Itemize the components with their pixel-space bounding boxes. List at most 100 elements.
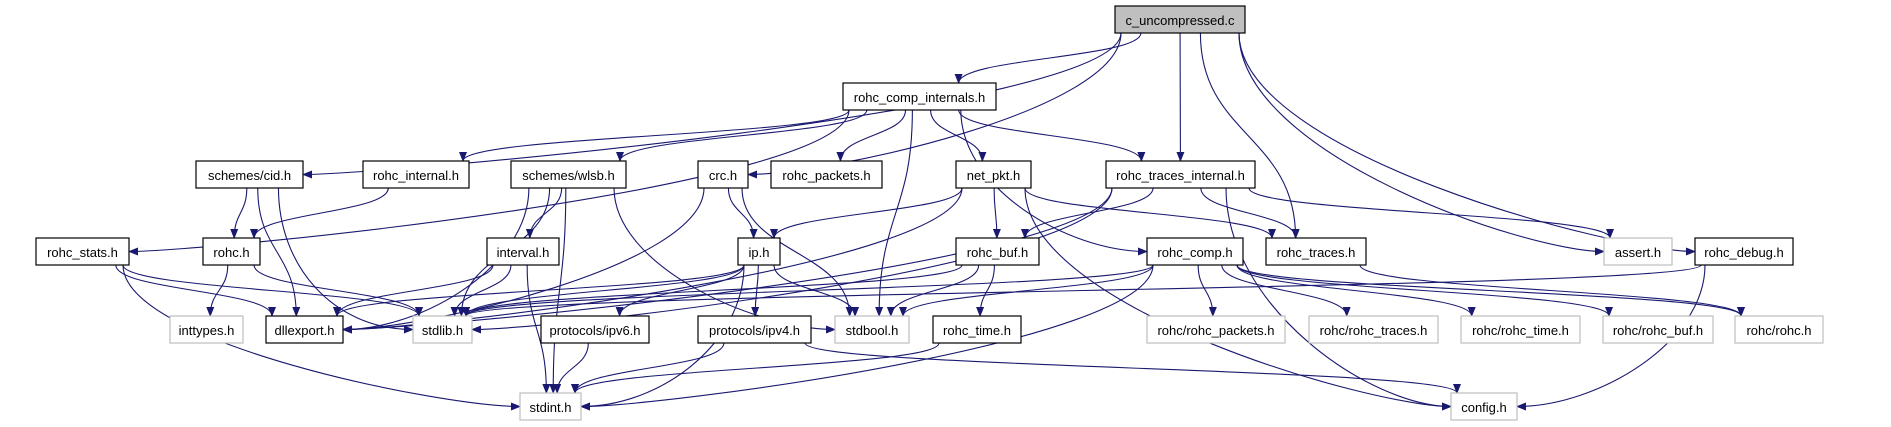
node-rohc-rohc-packets: rohc/rohc_packets.h bbox=[1146, 315, 1286, 344]
node-schemes-wlsb[interactable]: schemes/wlsb.h bbox=[510, 160, 627, 189]
edge-interval-to-stdint bbox=[526, 264, 551, 394]
node-rohc-comp[interactable]: rohc_comp.h bbox=[1146, 237, 1244, 266]
node-rohc-rohc-buf: rohc/rohc_buf.h bbox=[1602, 315, 1714, 344]
node-label: rohc/rohc_traces.h bbox=[1320, 323, 1428, 338]
edge-schemes_cid-to-rohc bbox=[230, 187, 248, 239]
node-rohc-comp-internals[interactable]: rohc_comp_internals.h bbox=[842, 82, 997, 111]
edge-rohc_stats-to-dllexport bbox=[115, 264, 276, 317]
node-rohc-internal[interactable]: rohc_internal.h bbox=[362, 160, 470, 189]
edge-rohc_comp-to-stdint bbox=[580, 264, 1154, 411]
edge-schemes_cid-to-dllexport bbox=[257, 187, 301, 317]
edge-ip-to-stdlib bbox=[462, 264, 745, 317]
node-box bbox=[697, 160, 749, 189]
edge-rohc_stats-to-stdint bbox=[122, 264, 521, 411]
node-protocols-ipv4[interactable]: protocols/ipv4.h bbox=[697, 315, 812, 344]
edge-protocols_ipv4-to-config bbox=[804, 342, 1461, 394]
edge-interval-to-dllexport bbox=[333, 264, 494, 317]
edge-rohc_comp_internals-to-rohc_traces_internal bbox=[958, 109, 1146, 162]
node-box bbox=[362, 160, 470, 189]
edge-rohc_traces-to-rohc_rohc bbox=[1359, 264, 1745, 317]
node-box bbox=[35, 237, 130, 266]
node-label: interval.h bbox=[497, 245, 550, 260]
edge-rohc_comp_internals-to-rohc_packets bbox=[836, 109, 907, 162]
edge-protocols_ipv6-to-stdint bbox=[553, 342, 589, 394]
node-dllexport[interactable]: dllexport.h bbox=[265, 315, 344, 344]
node-label: rohc_traces.h bbox=[1277, 245, 1356, 260]
node-label: rohc_debug.h bbox=[1704, 245, 1784, 260]
node-rohc[interactable]: rohc.h bbox=[202, 237, 261, 266]
edge-net_pkt-to-ip bbox=[770, 187, 963, 239]
edge-c_uncompressed-to-assert bbox=[1238, 32, 1605, 256]
node-c-uncompressed[interactable]: c_uncompressed.c bbox=[1114, 5, 1246, 34]
node-rohc-time[interactable]: rohc_time.h bbox=[932, 315, 1022, 344]
edge-schemes_cid-to-stdlib bbox=[277, 187, 414, 334]
node-box bbox=[1450, 392, 1518, 421]
edge-rohc_time-to-stdint bbox=[571, 342, 940, 394]
node-box bbox=[932, 315, 1022, 344]
node-label: rohc.h bbox=[213, 245, 249, 260]
node-stdint: stdint.h bbox=[519, 392, 582, 421]
node-rohc-packets[interactable]: rohc_packets.h bbox=[770, 160, 883, 189]
node-box bbox=[1602, 315, 1714, 344]
node-box bbox=[1146, 237, 1244, 266]
edge-rohc_comp_internals-to-stdbool bbox=[875, 109, 913, 317]
node-box bbox=[770, 160, 883, 189]
node-box bbox=[1460, 315, 1581, 344]
edge-schemes_wlsb-to-interval bbox=[525, 187, 563, 239]
node-label: protocols/ipv4.h bbox=[709, 323, 800, 338]
node-box bbox=[697, 315, 812, 344]
node-rohc-stats[interactable]: rohc_stats.h bbox=[35, 237, 130, 266]
node-rohc-traces-internal[interactable]: rohc_traces_internal.h bbox=[1105, 160, 1256, 189]
node-box bbox=[737, 237, 781, 266]
node-label: dllexport.h bbox=[275, 323, 335, 338]
node-schemes-cid[interactable]: schemes/cid.h bbox=[195, 160, 304, 189]
node-label: rohc_comp.h bbox=[1157, 245, 1232, 260]
edge-net_pkt-to-rohc_traces bbox=[1024, 187, 1276, 239]
node-label: inttypes.h bbox=[179, 323, 235, 338]
edge-rohc_buf-to-stdbool bbox=[886, 264, 980, 317]
node-box bbox=[834, 315, 910, 344]
edge-rohc_traces_internal-to-rohc_traces bbox=[1200, 187, 1300, 239]
edge-rohc_comp-to-stdlib bbox=[462, 264, 1154, 317]
node-interval[interactable]: interval.h bbox=[486, 237, 560, 266]
node-protocols-ipv6[interactable]: protocols/ipv6.h bbox=[540, 315, 650, 344]
node-label: stdlib.h bbox=[422, 323, 463, 338]
node-label: assert.h bbox=[1615, 245, 1661, 260]
node-net-pkt[interactable]: net_pkt.h bbox=[955, 160, 1032, 189]
node-label: c_uncompressed.c bbox=[1125, 13, 1235, 28]
node-box bbox=[1603, 237, 1673, 266]
node-label: rohc_internal.h bbox=[373, 168, 459, 183]
node-ip[interactable]: ip.h bbox=[737, 237, 781, 266]
node-box bbox=[195, 160, 304, 189]
nodes-layer: c_uncompressed.c rohc_comp_internals.hsch… bbox=[35, 5, 1824, 421]
edge-rohc_comp_internals-to-schemes_wlsb bbox=[616, 109, 868, 162]
edge-rohc_comp_internals-to-rohc_comp bbox=[960, 109, 1148, 256]
edge-rohc_stats-to-stdlib bbox=[122, 264, 423, 317]
edge-rohc_comp_internals-to-net_pkt bbox=[930, 109, 987, 162]
node-box bbox=[955, 160, 1032, 189]
node-crc[interactable]: crc.h bbox=[697, 160, 749, 189]
node-rohc-rohc-traces: rohc/rohc_traces.h bbox=[1308, 315, 1439, 344]
edge-net_pkt-to-config bbox=[1024, 187, 1452, 411]
edge-rohc_internal-to-rohc bbox=[250, 187, 389, 239]
edge-crc-to-dllexport bbox=[342, 187, 705, 334]
edge-rohc_debug-to-config bbox=[1516, 264, 1706, 411]
node-rohc-debug[interactable]: rohc_debug.h bbox=[1694, 237, 1794, 266]
node-box bbox=[1146, 315, 1286, 344]
edge-crc-to-ip bbox=[727, 187, 758, 239]
edge-rohc_buf-to-stdlib bbox=[462, 264, 963, 317]
node-label: rohc/rohc_buf.h bbox=[1613, 323, 1703, 338]
node-rohc-traces[interactable]: rohc_traces.h bbox=[1265, 237, 1367, 266]
node-inttypes: inttypes.h bbox=[169, 315, 244, 344]
node-label: rohc/rohc_time.h bbox=[1472, 323, 1569, 338]
node-box bbox=[1734, 315, 1824, 344]
node-label: protocols/ipv6.h bbox=[549, 323, 640, 338]
node-config: config.h bbox=[1450, 392, 1518, 421]
node-box bbox=[412, 315, 473, 344]
edge-ip-to-protocols_ipv6 bbox=[615, 264, 745, 317]
node-box bbox=[1308, 315, 1439, 344]
node-rohc-buf[interactable]: rohc_buf.h bbox=[955, 237, 1040, 266]
node-label: rohc_stats.h bbox=[47, 245, 118, 260]
edge-schemes_wlsb-to-dllexport bbox=[342, 187, 530, 334]
